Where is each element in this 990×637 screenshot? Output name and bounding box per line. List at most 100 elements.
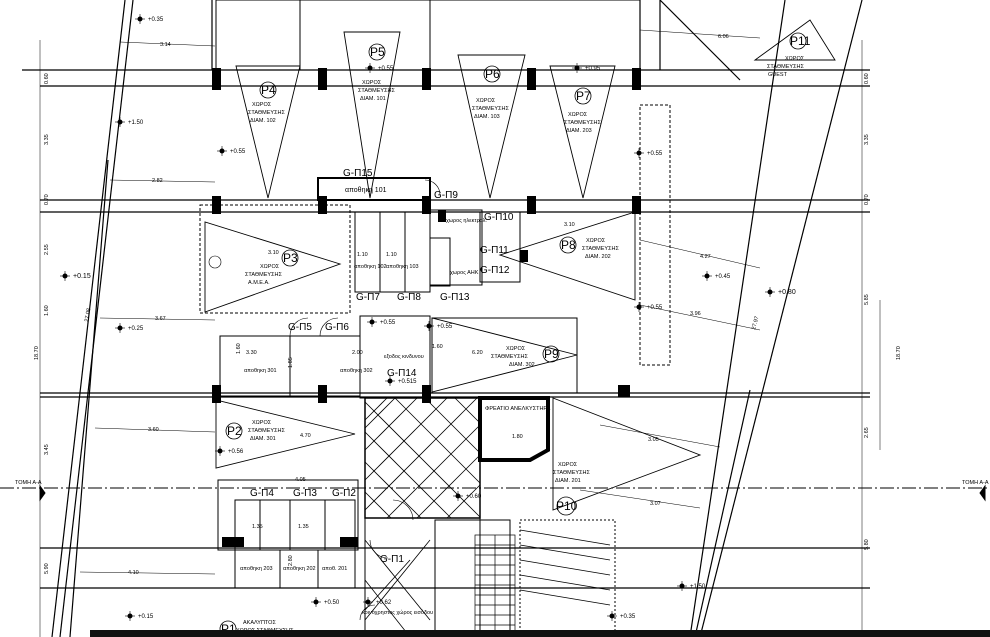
dimension: 5.85 <box>864 294 870 305</box>
dimension: 3.60 <box>148 427 159 433</box>
dimension-lines <box>39 29 881 637</box>
dimension: 18.70 <box>896 346 902 360</box>
dimension: 1.10 <box>386 252 397 258</box>
dimension: 1.10 <box>357 252 368 258</box>
dimension: 3.35 <box>44 134 50 145</box>
room-label: αποθηκη 202 <box>283 566 316 572</box>
room-label: αποθηκη 103 <box>386 264 419 270</box>
dimension: 3.10 <box>268 250 279 256</box>
door-swings <box>208 179 441 621</box>
staircase <box>474 529 611 636</box>
parking-line: ΧΩΡΟΣ <box>506 346 526 352</box>
parking-line: ΣΤΑΘΜΕΥΣΗΣ <box>248 428 285 434</box>
dimension: 1.80 <box>512 434 523 440</box>
parking-line: ΑΚΑΛΥΠΤΟΣ <box>243 620 276 626</box>
dimension: 1.60 <box>236 343 242 354</box>
parking-line: ΔΙΑΜ. 103 <box>474 114 500 120</box>
dimension: 3.10 <box>564 222 575 228</box>
parking-line: ΣΤΑΘΜΕΥΣΗΣ <box>358 88 395 94</box>
parking-line: ΧΩΡΟΣ <box>476 98 496 104</box>
parking-id: P4 <box>261 83 276 97</box>
parking-line: ΧΩΡΟΣ <box>252 420 272 426</box>
parking-id: P7 <box>576 89 591 103</box>
parking-line: ΣΤΑΘΜΕΥΣΗΣ <box>491 354 528 360</box>
storage-tag: G-Π6 <box>325 322 349 333</box>
parking-line: ΔΙΑΜ. 202 <box>585 254 611 260</box>
dimension: 4.27 <box>700 254 711 260</box>
site-boundary-lines <box>51 0 863 637</box>
storage-tag: G-Π2 <box>332 488 356 499</box>
elevation: +0.35 <box>620 614 636 620</box>
dimension: 4.70 <box>300 433 311 439</box>
elevation: +0.55 <box>647 151 663 157</box>
parking-line: ΧΩΡΟΣ <box>586 238 606 244</box>
room-label: αποθηκη 203 <box>240 566 273 572</box>
room-label: αποθηκη 101 <box>345 187 387 194</box>
storage-tag: G-Π15 <box>343 168 373 179</box>
elevation: +0.55 <box>230 149 246 155</box>
dimension: 4.10 <box>128 570 139 576</box>
parking-line: Α.Μ.Ε.Α. <box>248 280 270 286</box>
dimension: 5.90 <box>44 563 50 574</box>
dimension: 3.96 <box>690 311 701 317</box>
parking-line: GUEST <box>768 72 788 78</box>
parking-line: ΔΙΑΜ. 301 <box>250 436 276 442</box>
parking-line: ΧΩΡΟΣ <box>362 80 382 86</box>
parking-line: ΔΙΑΜ. 102 <box>250 118 276 124</box>
dimension: 0.70 <box>44 194 50 205</box>
dimension: 1.60 <box>432 344 443 350</box>
parking-id: P5 <box>370 45 385 59</box>
dimension: 18.70 <box>34 346 40 360</box>
room-label: χωρος ηλεκτρολ. <box>446 218 487 224</box>
elevation: +0.60 <box>466 494 482 500</box>
section-label-right: ΤΟΜΗ Α-Α <box>962 480 989 486</box>
parking-line: ΧΩΡΟΣ <box>558 462 578 468</box>
elevation: +0.62 <box>376 600 392 606</box>
parking-id: P9 <box>544 347 559 361</box>
parking-id: P6 <box>485 67 500 81</box>
room-label: κοινόχρηστος χώρος εισόδου <box>362 609 433 616</box>
dimension: 2.82 <box>152 178 163 184</box>
parking-line: ΧΩΡΟΣ <box>260 264 280 270</box>
parking-line: ΣΤΑΘΜΕΥΣΗΣ <box>472 106 509 112</box>
elevation-markers <box>60 14 775 621</box>
elevation: +0.15 <box>73 273 91 280</box>
dimension: 0.60 <box>864 73 870 84</box>
elevation: +0.45 <box>715 274 731 280</box>
storage-tag: G-Π12 <box>480 265 510 276</box>
storage-tag: G-Π14 <box>387 368 417 379</box>
dimension: 27.08 <box>84 308 92 323</box>
dimension: 1.35 <box>298 524 309 530</box>
parking-line: ΧΩΡΟΣ <box>568 112 588 118</box>
storage-tag: G-Π4 <box>250 488 274 499</box>
parking-markings <box>204 19 836 511</box>
parking-line: ΣΤΑΘΜΕΥΣΗΣ <box>582 246 619 252</box>
elevation: +0.56 <box>228 449 244 455</box>
elevation: +0.55 <box>437 324 453 330</box>
dimension: 27.97 <box>751 316 760 331</box>
dimension: 0.60 <box>44 73 50 84</box>
elevation: +0.55 <box>378 66 394 72</box>
room-label: αποθηκη 102 <box>354 264 387 270</box>
elevation-values: +0.35 +0.55 +0.55 +0.95 +1.50 +0.55 +0.5… <box>73 17 796 620</box>
room-label: αποθηκη 302 <box>340 368 373 374</box>
dimension-values: 3.14 2.82 3.67 3.60 4.10 6.06 4.27 3.96 … <box>34 34 902 576</box>
parking-line: ΧΩΡΟΣ <box>252 102 272 108</box>
parking-line: ΧΩΡΟΣ <box>785 56 805 62</box>
storage-tag: G-Π10 <box>484 212 514 223</box>
room-label: ΦΡΕΑΤΙΟ ΑΝΕΛΚΥΣΤΗΡΑ <box>485 406 551 412</box>
dimension: 1.60 <box>44 305 50 316</box>
elevation: +0.50 <box>324 600 340 606</box>
dimension: 5.80 <box>864 539 870 550</box>
parking-id: P3 <box>283 251 298 265</box>
storage-tag: G-Π11 <box>480 245 509 256</box>
dimension: 6.20 <box>472 350 483 356</box>
dimension: 4.05 <box>295 477 306 483</box>
elevation: +0.15 <box>138 614 154 620</box>
storage-tag: G-Π3 <box>293 488 317 499</box>
elevation: +0.515 <box>398 379 417 385</box>
bottom-wall <box>90 630 990 637</box>
structural-columns <box>212 68 641 547</box>
dimension: 3.35 <box>864 134 870 145</box>
